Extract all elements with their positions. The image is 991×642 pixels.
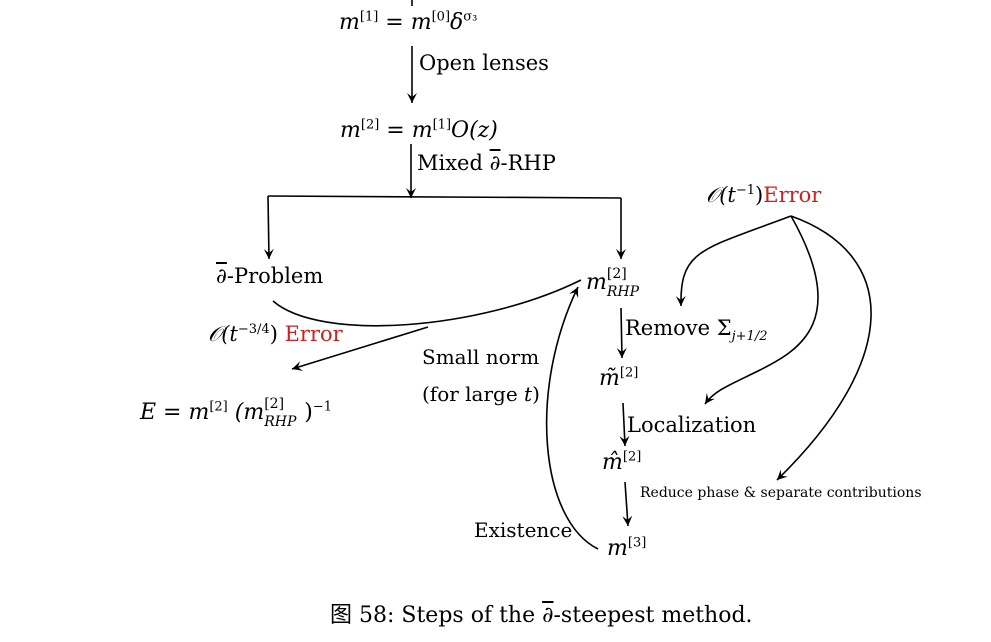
E-inner-sup: [2] [264,396,285,412]
node-m3: m[3] [607,535,647,561]
m-rhp-m: m [586,270,607,295]
error-top-close: ) [755,183,764,207]
m1-delta-sup: σ₃ [463,9,478,25]
dbar-problem-symbol: ∂ [216,264,227,288]
E-lhs: E = m [140,400,210,425]
m1-lhs-sup: [1] [359,9,379,25]
m1-eq: = [385,10,404,35]
label-for-large-t: (for large t) [422,384,540,404]
remove-sub: j+1/2 [731,329,768,345]
error-left-close: ) [269,322,278,346]
arrow-remove-sigma [616,307,627,359]
for-large-t: t [524,382,533,406]
caption-suffix: -steepest method. [553,603,753,628]
for-large-open: (for large [422,382,525,406]
node-m2: m[2] = m[1]O(z) [340,117,498,143]
curve-error-to-reduce-phase [776,215,872,481]
label-reduce-phase: Reduce phase & separate contributions [640,485,922,501]
dbar-problem-text: -Problem [226,264,324,288]
arrow-localization [619,402,630,447]
m-tilde-m: m̃ [599,366,620,391]
m-hat-sup: [2] [622,449,642,465]
m1-delta: δ [450,10,464,35]
caption-prefix: 图 58: Steps of the [330,603,543,628]
m-rhp-sup: [2] [606,266,627,282]
m2-eq: = [386,118,405,143]
arrow-to-dbar-problem [263,195,274,260]
node-E: E = m[2] (m [2] RHP )−1 [140,397,332,429]
curve-error-to-remove [675,215,792,307]
E-sup: [2] [209,399,228,415]
error-left: 𝒪(t−3/4) Error [208,322,343,346]
m2-tail: O(z) [451,118,498,143]
arrow-reduce-phase [622,481,633,527]
error-top-O: 𝒪 [706,183,720,207]
m1-lhs: m [339,10,360,35]
label-open-lenses: Open lenses [419,51,549,75]
figure-caption: 图 58: Steps of the ∂-steepest method. [330,605,753,627]
error-top-sup: −1 [735,183,756,198]
label-small-norm: Small norm [422,345,540,369]
E-close: ) [304,400,313,425]
error-left-sup: −3/4 [237,322,270,337]
E-inner-sub: RHP [264,414,297,430]
label-existence: Existence [474,518,573,542]
m1-rhs: m [410,10,432,35]
label-remove-sigma: Remove Σj+1/2 [625,316,767,344]
label-localization: Localization [627,413,757,437]
error-left-arg: (t [221,322,238,346]
node-m-rhp: m [2] RHP [586,267,653,299]
for-large-close: ) [532,382,540,406]
split-bar [267,195,622,199]
node-m-hat: m̂[2] [602,449,642,475]
E-open: (m [234,400,265,425]
curve-dbar-to-mrhp [272,279,582,327]
remove-text: Remove Σ [625,316,732,340]
m3-m: m [607,536,628,561]
node-m-tilde: m̃[2] [599,365,639,391]
m2-lhs-sup: [2] [360,117,380,133]
error-left-word: Error [284,322,343,346]
caption-dbar: ∂ [542,603,554,628]
m1-rhs-sup: [0] [431,9,451,25]
m3-sup: [3] [627,535,647,551]
curve-to-E [291,326,429,371]
m-tilde-sup: [2] [619,365,639,381]
m-hat-m: m̂ [602,450,623,475]
mixed-dbar: ∂ [489,151,501,175]
curve-existence [545,286,599,550]
m-rhp-sub: RHP [606,284,640,300]
curve-error-to-localization [704,215,819,405]
m2-rhs: m [411,118,433,143]
mixed-word: Mixed [417,151,483,175]
error-top-arg: (t [719,183,736,207]
mixed-tail: -RHP [500,151,556,175]
error-left-O: 𝒪 [208,322,222,346]
node-m1: m[1] = m[0]δσ₃ [339,9,478,35]
error-top-word: Error [763,183,822,207]
node-dbar-problem: ∂-Problem [216,266,323,287]
error-top: 𝒪(t−1)Error [706,183,822,207]
label-mixed-dbar-rhp: Mixed ∂-RHP [417,153,556,174]
E-power: −1 [312,399,332,415]
m2-lhs: m [340,118,361,143]
m2-rhs-sup: [1] [432,117,452,133]
